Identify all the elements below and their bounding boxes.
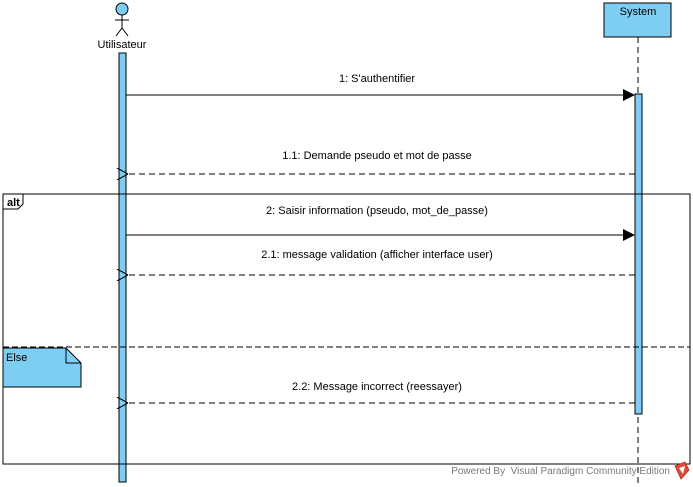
message-2-1[interactable]: 2.1: message validation (afficher interf… [127, 249, 635, 275]
footer-text: Powered By Visual Paradigm Community Edi… [451, 466, 670, 477]
alt-operator-tab [2, 193, 24, 210]
message-2[interactable]: 2: Saisir information (pseudo, mot_de_pa… [126, 205, 635, 241]
message-1[interactable]: 1: S'authentifier [126, 73, 635, 101]
message-2-1-label: 2.1: message validation (afficher interf… [261, 249, 493, 261]
footer-watermark: Powered By Visual Paradigm Community Edi… [451, 461, 690, 480]
else-note-shape [2, 347, 82, 388]
user-actor[interactable]: Utilisateur [98, 2, 147, 51]
system-activation-bar[interactable] [634, 93, 643, 415]
user-actor-name: Utilisateur [98, 39, 147, 51]
actor-head-icon [115, 2, 129, 16]
system-participant[interactable]: System [603, 2, 672, 38]
else-note[interactable]: Else [2, 347, 82, 388]
user-activation-bar[interactable] [118, 52, 127, 483]
alt-frame [2, 193, 691, 465]
alt-operator-label: alt [7, 197, 20, 209]
else-note-fold [65, 348, 81, 364]
message-1-1-label: 1.1: Demande pseudo et mot de passe [282, 150, 472, 162]
message-2-2-label: 2.2: Message incorrect (reessayer) [292, 381, 462, 393]
system-box [603, 2, 672, 38]
message-2-label: 2: Saisir information (pseudo, mot_de_pa… [266, 205, 488, 217]
alt-fragment[interactable]: alt [2, 193, 691, 465]
message-1-1[interactable]: 1.1: Demande pseudo et mot de passe [127, 150, 635, 174]
message-1-label: 1: S'authentifier [339, 73, 415, 85]
else-label: Else [6, 352, 27, 364]
visual-paradigm-logo-icon [674, 461, 690, 480]
message-2-2[interactable]: 2.2: Message incorrect (reessayer) [127, 381, 635, 403]
system-name: System [620, 6, 657, 18]
